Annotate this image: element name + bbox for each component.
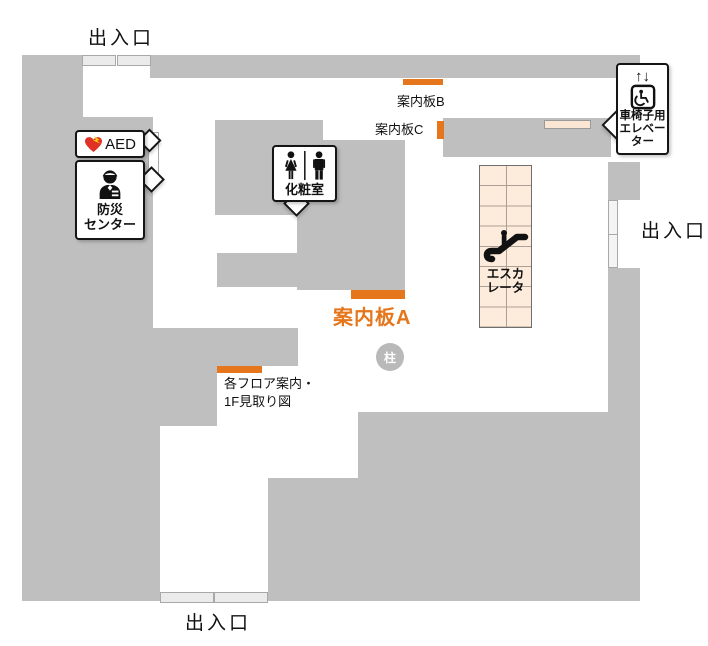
wheelchair-elevator-callout: ↑↓ 車椅子用 エレベー ター xyxy=(616,63,669,155)
aed-heart-icon xyxy=(84,135,103,153)
board-c-marker xyxy=(437,121,444,139)
aed-label: AED xyxy=(105,135,136,153)
restroom-callout: 化粧室 xyxy=(272,145,337,202)
guide-block-upper xyxy=(152,328,298,366)
escalator-label: エスカ レータ xyxy=(486,267,525,295)
board-b-marker xyxy=(403,79,443,85)
restroom-male-female-icon xyxy=(280,150,330,181)
guide-block-lower xyxy=(152,366,217,426)
entrance-label-bottom: 出入口 xyxy=(185,613,252,634)
bottom-entrance-door-left xyxy=(160,592,214,603)
floor-guide-marker xyxy=(217,366,262,373)
restroom-label: 化粧室 xyxy=(284,181,324,197)
right-entrance-door-upper xyxy=(608,200,618,235)
pillar-marker: 柱 xyxy=(376,343,404,371)
floor-guide-label: 各フロア案内・ 1F見取り図 xyxy=(224,376,316,409)
board-a-marker xyxy=(351,290,405,299)
restroom-block-lower-band xyxy=(217,253,323,287)
board-b-label: 案内板B xyxy=(397,94,445,109)
wall-right-upper xyxy=(608,162,640,200)
up-down-arrows-icon: ↑↓ xyxy=(635,68,650,85)
disaster-center-label: 防災 センター xyxy=(83,202,136,232)
right-entrance-door-lower xyxy=(608,234,618,268)
wheelchair-icon xyxy=(630,84,656,110)
guard-icon xyxy=(94,168,126,200)
escalator-icon xyxy=(483,226,529,268)
wall-bottom-right-upper xyxy=(358,412,640,478)
wheelchair-elevator-pad xyxy=(544,120,591,129)
board-a-label: 案内板A xyxy=(333,307,412,329)
wheelchair-elevator-label: 車椅子用 エレベー ター xyxy=(619,110,666,148)
wall-bottom-block xyxy=(268,478,640,601)
pillar-label: 柱 xyxy=(383,350,396,365)
wall-left-lower xyxy=(22,425,160,601)
entrance-label-right: 出入口 xyxy=(641,221,708,242)
top-entrance-door-right xyxy=(117,55,151,66)
disaster-center-callout: 防災 センター xyxy=(75,160,145,240)
aed-callout: AED xyxy=(75,130,145,158)
board-c-label: 案内板C xyxy=(375,122,424,137)
escalator-area: エスカ レータ xyxy=(479,165,532,328)
wall-right-lower xyxy=(608,268,640,412)
entrance-label-top: 出入口 xyxy=(88,28,155,49)
top-entrance-door-left xyxy=(82,55,116,66)
wall-top-left-block xyxy=(22,55,83,118)
bottom-entrance-door-right xyxy=(214,592,268,603)
wall-top-band xyxy=(150,55,640,78)
